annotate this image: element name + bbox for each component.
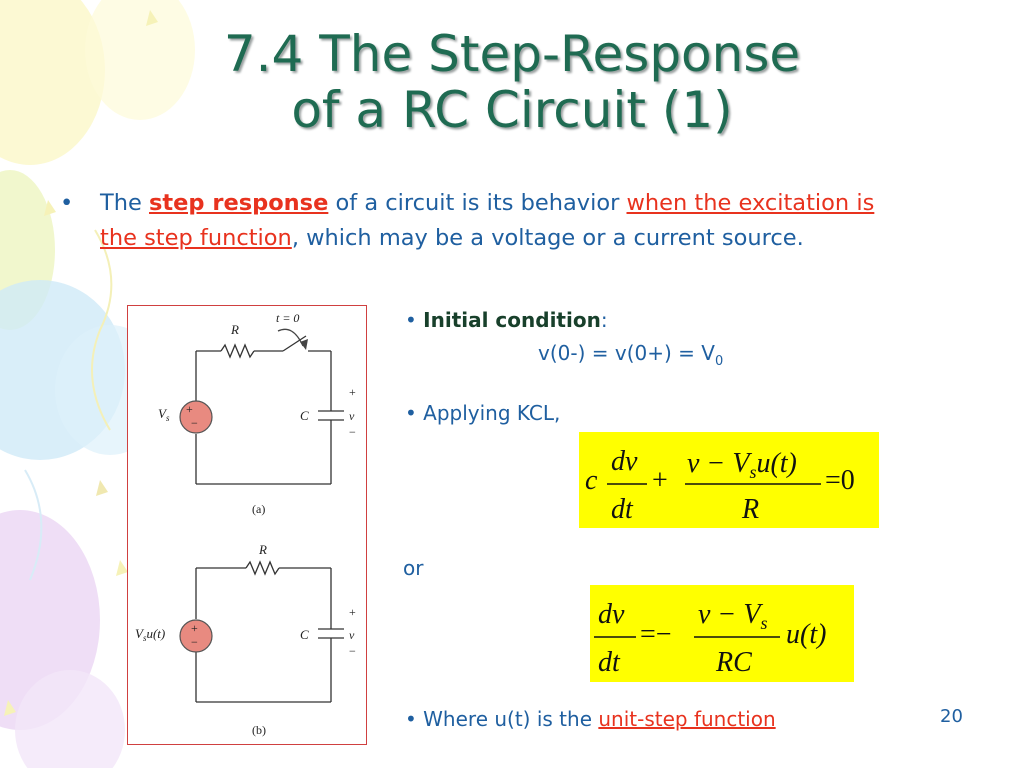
source-a-label: Vs [158,406,170,423]
resistor-b-label: R [258,542,267,557]
bullet-marker: • [405,308,417,332]
initial-condition-equation: v(0-) = v(0+) = V0 [538,341,723,369]
alt-equation-box: dv dt v − Vs RC u(t) =− [590,585,854,682]
eq1-dv: dv [611,446,638,477]
eq2-dv: dv [598,599,625,630]
caption-b: (b) [252,723,266,737]
voltage-b-minus: − [349,644,356,658]
eq1-denominator: R [741,494,759,525]
page-number: 20 [940,706,963,727]
source-b-minus: − [191,635,198,649]
initial-condition-item: • Initial condition: [405,308,608,332]
kcl-text: Applying KCL, [423,401,561,425]
capacitor-a-label: C [300,408,309,423]
alt-equation: dv dt v − Vs RC u(t) =− [594,599,826,678]
source-a-plus: + [186,402,193,416]
initial-condition-colon: : [600,308,608,332]
eq2-dt: dt [598,647,621,678]
eq1-c: c [585,465,598,496]
voltage-a-minus: − [349,425,356,439]
initial-condition-label: Initial condition [423,308,601,332]
unit-step-term: unit-step function [598,707,776,731]
title-line-2: of a RC Circuit (1) [291,81,733,139]
switch-label: t = 0 [276,311,299,325]
eq2-ut: u(t) [786,619,826,650]
step-response-term: step response [149,190,329,216]
or-text: or [403,556,424,580]
eq1-plus: + [652,465,668,496]
bullet-marker: • [405,707,417,731]
eq1-equals-zero: =0 [825,465,855,496]
initial-condition-subscript: 0 [714,354,724,369]
eq1-numerator: v − Vsu(t) [687,448,797,482]
source-b-plus: + [191,621,198,635]
intro-text-3: of a circuit is its behavior [328,190,627,216]
capacitor-b-label: C [300,627,309,642]
bullet-marker: • [60,190,74,216]
eq2-denominator: RC [715,647,752,678]
intro-text: The step response of a circuit is its be… [100,186,910,256]
source-b-label: Vsu(t) [135,626,165,643]
source-a-minus: − [191,416,198,430]
intro-text-5: , which may be a voltage or a current so… [291,225,804,251]
circuit-diagram: + − + − R t = 0 Vs C + v − (a) R Vsu(t) … [135,311,356,737]
caption-a: (a) [252,502,265,516]
unit-step-text: Where u(t) is the [423,707,599,731]
bullet-marker: • [405,401,417,425]
resistor-a-label: R [230,322,239,337]
excitation-phrase: when the excitation is the step function [100,190,875,251]
kcl-equation: c dv dt v − Vsu(t) R + =0 [585,446,855,525]
voltage-a-label: v [349,409,355,423]
voltage-b-plus: + [349,605,356,619]
voltage-b-label: v [349,628,355,642]
eq2-equals-minus: =− [640,619,672,650]
kcl-equation-box: c dv dt v − Vsu(t) R + =0 [579,432,879,528]
eq2-numerator: v − Vs [698,599,767,633]
unit-step-item: • Where u(t) is the unit-step function [405,707,776,731]
slide-title: 7.4 The Step-Response of a RC Circuit (1… [0,26,1024,138]
voltage-a-plus: + [349,385,356,399]
intro-text-1: The [100,190,149,216]
circuit-figure: + − + − R t = 0 Vs C + v − (a) R Vsu(t) … [127,305,367,745]
eq1-dt: dt [611,494,634,525]
kcl-item: • Applying KCL, [405,401,560,425]
initial-condition-expression: v(0-) = v(0+) = V [538,341,715,365]
title-line-1: 7.4 The Step-Response [223,25,801,83]
